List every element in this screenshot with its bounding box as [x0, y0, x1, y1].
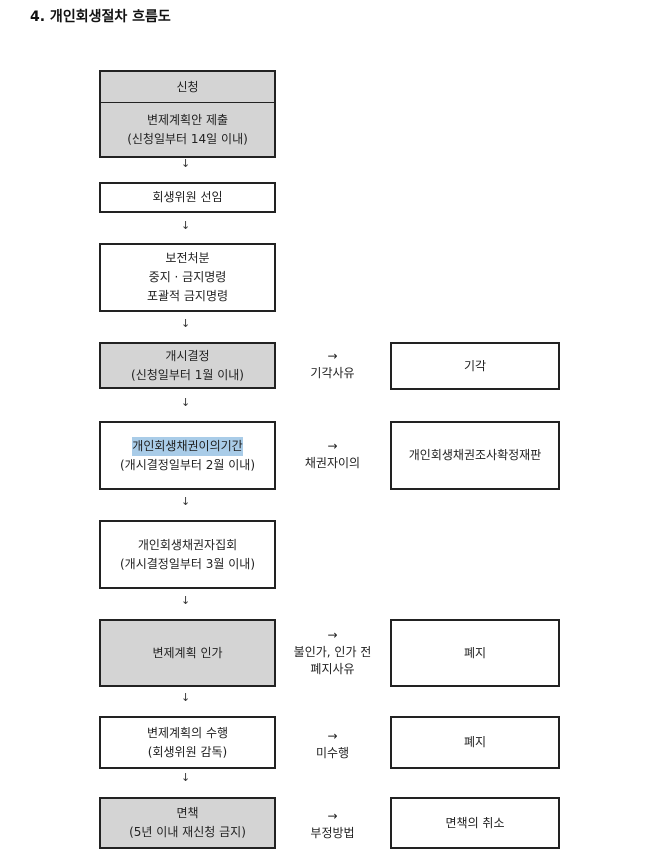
arrow-down-icon: ↓	[181, 157, 191, 170]
arrow-down-icon: ↓	[181, 495, 191, 508]
condition-label: 기각사유	[310, 366, 355, 380]
arrow-right-icon: →	[327, 628, 338, 642]
branch-condition: → 미수행	[290, 728, 375, 762]
step-objection-period: 개인회생채권이의기간 (개시결정일부터 2월 이내)	[99, 421, 276, 490]
arrow-down-icon: ↓	[181, 317, 191, 330]
step-creditors-meeting: 개인회생채권자집회 (개시결정일부터 3월 이내)	[99, 520, 276, 589]
step-label: 변제계획안 제출	[146, 112, 229, 127]
result-label: 면책의 취소	[445, 815, 505, 830]
step-preservation: 보전처분 중지 · 금지명령 포괄적 금지명령	[99, 243, 276, 312]
arrow-down-icon: ↓	[181, 219, 191, 232]
step-discharge: 면책 (5년 이내 재신청 금지)	[99, 797, 276, 849]
result-abolition: 폐지	[390, 716, 560, 769]
branch-condition: → 불인가, 인가 전 폐지사유	[290, 627, 375, 678]
arrow-down-icon: ↓	[181, 396, 191, 409]
step-label: (개시결정일부터 3월 이내)	[119, 556, 256, 571]
result-label: 폐지	[463, 645, 487, 660]
step-label: 보전처분	[165, 251, 210, 265]
result-discharge-revocation: 면책의 취소	[390, 797, 560, 849]
arrow-right-icon: →	[327, 809, 338, 823]
step-label: (회생위원 감독)	[147, 744, 228, 759]
result-abolition: 폐지	[390, 619, 560, 687]
step-plan-approval: 변제계획 인가	[99, 619, 276, 687]
branch-condition: → 기각사유	[290, 348, 375, 382]
step-label: 변제계획 인가	[152, 645, 223, 660]
step-label: 중지 · 금지명령	[148, 270, 227, 284]
result-label: 기각	[463, 358, 487, 373]
step-label: 면책	[176, 806, 199, 820]
step-label: 개인회생채권자집회	[137, 537, 238, 552]
arrow-right-icon: →	[327, 729, 338, 743]
condition-label: 채권자이의	[304, 456, 361, 470]
condition-label: 부정방법	[310, 826, 355, 840]
result-claim-trial: 개인회생채권조사확정재판	[390, 421, 560, 490]
step-commissioner: 회생위원 선임	[99, 182, 276, 213]
result-label: 개인회생채권조사확정재판	[408, 448, 542, 462]
step-label: 변제계획의 수행	[146, 725, 229, 740]
section-title: 4. 개인회생절차 흐름도	[30, 9, 171, 25]
arrow-down-icon: ↓	[181, 594, 191, 607]
divider	[101, 102, 274, 103]
arrow-down-icon: ↓	[181, 691, 191, 704]
step-label: 신청	[176, 79, 199, 94]
arrow-down-icon: ↓	[181, 771, 191, 784]
step-application: 신청 변제계획안 제출 (신청일부터 14일 이내)	[99, 70, 276, 158]
arrow-right-icon: →	[327, 349, 338, 363]
step-label: (신청일부터 1월 이내)	[131, 367, 244, 382]
step-label: 포괄적 금지명령	[146, 289, 229, 303]
step-label: (개시결정일부터 2월 이내)	[119, 457, 256, 472]
condition-label: 불인가, 인가 전	[293, 645, 372, 659]
result-dismissal: 기각	[390, 342, 560, 390]
step-label: 개시결정	[165, 348, 210, 363]
branch-condition: → 부정방법	[290, 808, 375, 842]
condition-label: 미수행	[315, 746, 350, 760]
step-label-highlighted: 개인회생채권이의기간	[132, 436, 243, 456]
condition-label: 폐지사유	[310, 662, 355, 676]
step-label: (5년 이내 재신청 금지)	[129, 825, 246, 839]
result-label: 폐지	[463, 735, 487, 749]
branch-condition: → 채권자이의	[290, 438, 375, 472]
step-commencement: 개시결정 (신청일부터 1월 이내)	[99, 342, 276, 389]
step-label: 회생위원 선임	[152, 190, 223, 204]
step-label: (신청일부터 14일 이내)	[127, 131, 248, 146]
step-plan-execution: 변제계획의 수행 (회생위원 감독)	[99, 716, 276, 769]
arrow-right-icon: →	[327, 439, 338, 453]
